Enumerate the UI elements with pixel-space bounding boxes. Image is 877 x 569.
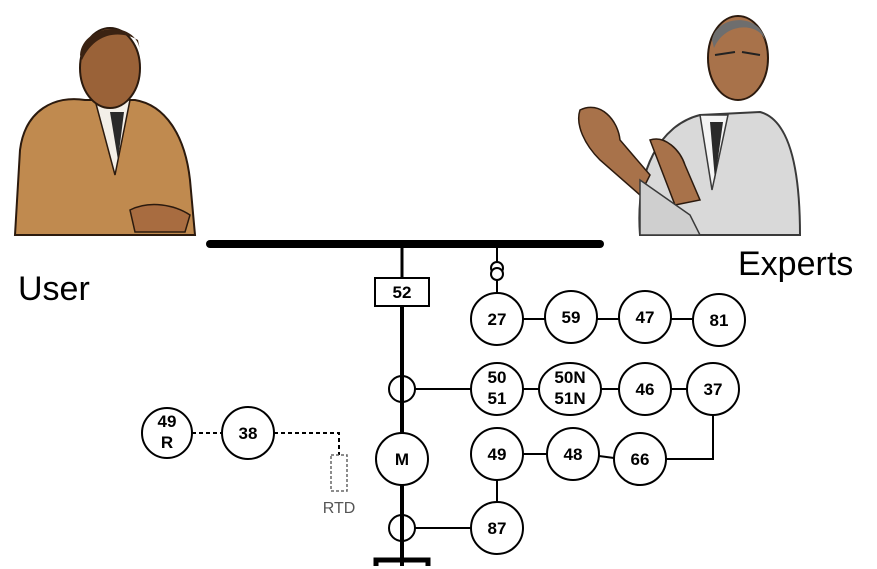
relay-87-label: 87 — [488, 519, 507, 538]
link-66-37 — [666, 415, 714, 460]
relay-47 — [618, 290, 672, 344]
expert-figure-illustration — [578, 15, 802, 236]
relay-66 — [613, 432, 667, 486]
relay-49r-label-top: 49 — [158, 412, 177, 431]
relay-38 — [221, 406, 275, 460]
link-48-66 — [598, 455, 615, 459]
relay-49r-label-bottom: R — [161, 433, 173, 452]
relay-59 — [544, 290, 598, 344]
relay-48 — [546, 427, 600, 481]
relay-50n-label: 50N — [554, 368, 585, 387]
relay-50n-51n — [538, 362, 602, 416]
voltage-transformer-coil-2 — [490, 267, 504, 281]
relay-49r — [141, 407, 193, 459]
relay-37-label: 37 — [704, 380, 723, 399]
relay-87 — [470, 501, 524, 555]
breaker-label: 52 — [393, 283, 412, 302]
ground-bracket — [373, 557, 431, 566]
relay-48-label: 48 — [564, 445, 583, 464]
user-figure-illustration — [13, 27, 197, 236]
relay-37 — [686, 362, 740, 416]
relay-27 — [470, 292, 524, 346]
relay-51-label: 51 — [488, 389, 507, 408]
relay-59-label: 59 — [562, 308, 581, 327]
user-label: User — [18, 270, 90, 308]
breaker-box — [374, 277, 430, 307]
relay-50-label: 50 — [488, 368, 507, 387]
link-38-rtd-dashed — [274, 432, 340, 455]
rtd-sensor — [330, 454, 348, 492]
motor-symbol — [375, 432, 429, 486]
relay-49 — [470, 427, 524, 481]
relay-50-51 — [470, 362, 524, 416]
relay-49-label: 49 — [488, 445, 507, 464]
relay-66-label: 66 — [631, 450, 650, 469]
experts-label: Experts — [738, 245, 853, 283]
relay-46-label: 46 — [636, 380, 655, 399]
relay-81-label: 81 — [710, 311, 729, 330]
rtd-label: RTD — [323, 500, 356, 517]
relay-38-label: 38 — [239, 424, 258, 443]
motor-label: M — [395, 450, 409, 469]
relay-51n-label: 51N — [554, 389, 585, 408]
relay-46 — [618, 362, 672, 416]
relay-81 — [692, 293, 746, 347]
relay-47-label: 47 — [636, 308, 655, 327]
relay-27-label: 27 — [488, 310, 507, 329]
